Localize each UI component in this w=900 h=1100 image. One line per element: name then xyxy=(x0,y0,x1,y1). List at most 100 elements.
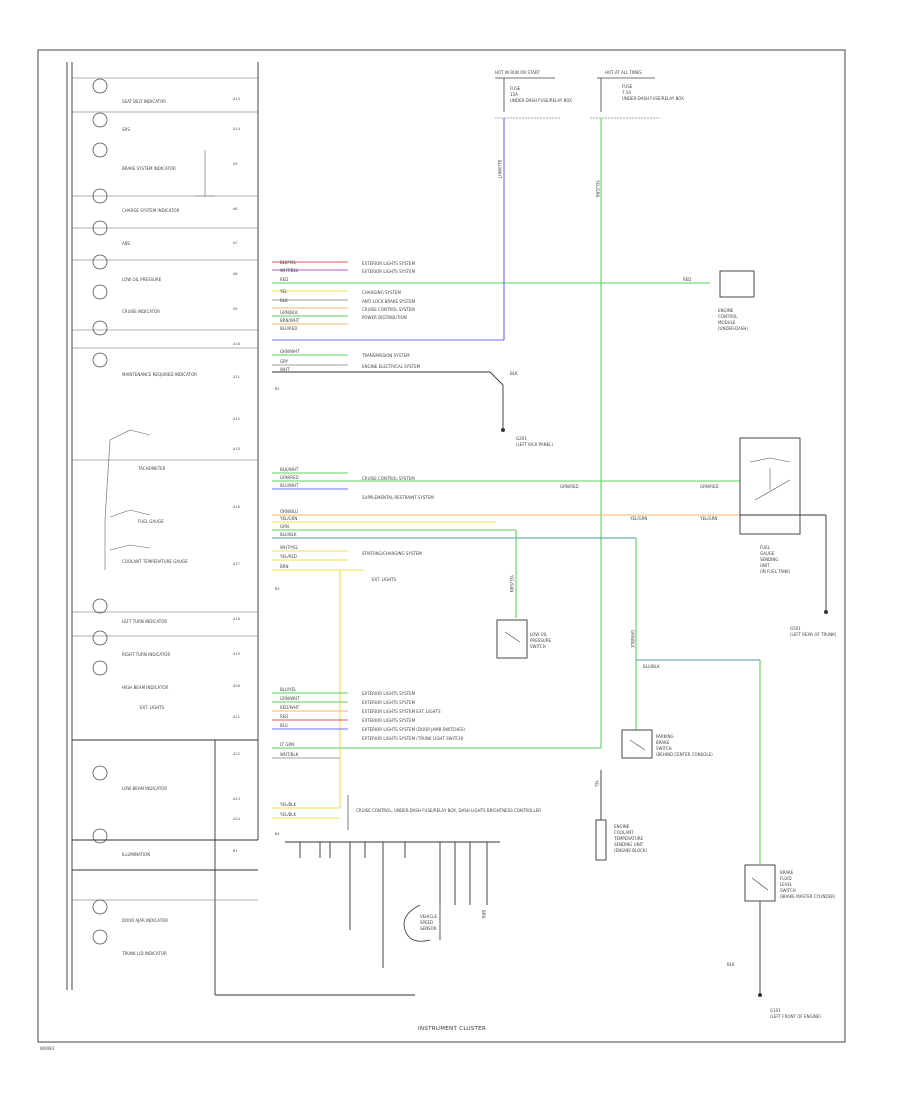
wire-color-label: BLU xyxy=(280,723,288,728)
wire-color-label: WHT xyxy=(280,367,290,372)
wire-color-label: WHT/BLU xyxy=(280,268,299,273)
pin-label: A23 xyxy=(233,796,240,801)
indicator-label: LEFT TURN INDICATOR xyxy=(122,619,167,624)
wire-group-1-labels: BLK/YEL WHT/BLU RED YEL BLK GRN/BLK BRN/… xyxy=(279,260,421,372)
wire-dest-label: EXTERIOR LIGHTS SYSTEM xyxy=(362,261,416,266)
wire-color-label: BRN/WHT xyxy=(280,318,300,323)
wire-color-label: BLU/WHT xyxy=(280,483,299,488)
wire-dest-label: EXTERIOR LIGHTS SYSTEM xyxy=(362,718,416,723)
component-label: FUEL xyxy=(760,545,771,550)
wire-tag: BLU/BLK xyxy=(643,664,660,669)
brake-fluid-level-switch: BRAKE FLUID LEVEL SWITCH (BRAKE MASTER C… xyxy=(727,864,836,1019)
wire-dest-label: EXTERIOR LIGHTS SYSTEM (DOOR JAMB SWITCH… xyxy=(362,727,465,732)
indicator-label: BRAKE SYSTEM INDICATOR xyxy=(122,166,176,171)
component-label: GAUGE xyxy=(760,551,775,556)
indicator-label: COOLANT TEMPERATURE GAUGE xyxy=(122,559,188,564)
wire-color-label: YEL xyxy=(279,289,288,294)
pin-label: A8 xyxy=(233,271,238,276)
component-label: ENGINE xyxy=(614,824,630,829)
wire-color-label: BLK/WHT xyxy=(280,467,299,472)
ground-g201: BLK G201 (LEFT KICK PANEL) xyxy=(489,371,553,447)
connector-pins: A13 A14 A5 A6 A7 A8 A9 A10 A11 A12 A15 A… xyxy=(233,96,280,853)
pin-label: A15 xyxy=(233,446,240,451)
pin-label: B1 xyxy=(233,848,238,853)
wire-group-1 xyxy=(272,261,710,373)
fuse-label: UNDER-DASH FUSE/RELAY BOX xyxy=(622,96,684,101)
component-label: (LEFT REAR OF TRUNK) xyxy=(790,632,837,637)
wire-color-label: WHT/YEL xyxy=(280,545,299,550)
wire-dest-label: CRUISE CONTROL SYSTEM xyxy=(362,476,415,481)
wire-dest-label: ENGINE ELECTRICAL SYSTEM xyxy=(362,364,421,369)
power-source-label: HOT IN RUN OR START xyxy=(495,70,540,75)
component-label: SPEED xyxy=(420,920,433,925)
pin-label: A21 xyxy=(233,714,241,719)
indicator-label: MAINTENANCE REQUIRED INDICATOR xyxy=(122,372,197,377)
component-label: SENDING UNIT xyxy=(614,842,644,847)
wire-dest-label: POWER DISTRIBUTION xyxy=(362,315,407,320)
indicator-label: ILLUMINATION xyxy=(122,852,150,857)
wire-dest-label: SUPPLEMENTAL RESTRAINT SYSTEM xyxy=(362,495,434,500)
gauge-symbols xyxy=(104,150,215,570)
pin-label: A16 xyxy=(233,504,241,509)
fuse-label: 7.5A xyxy=(622,90,631,95)
pin-label: A13 xyxy=(233,96,240,101)
wire-tag: GRN/RED xyxy=(560,484,579,489)
wire-color-label: LT GRN xyxy=(280,742,294,747)
pin-label: A19 xyxy=(233,651,241,656)
component-label: ENGINE xyxy=(718,308,734,313)
component-label: (LEFT FRONT OF ENGINE) xyxy=(770,1014,821,1019)
wire-color-label: RED/WHT xyxy=(280,705,300,710)
page-frame xyxy=(37,49,846,1043)
component-label: (LEFT KICK PANEL) xyxy=(516,442,553,447)
pin-label: B3 xyxy=(275,586,280,591)
indicator-label: ABS xyxy=(122,241,130,246)
power-source-label: HOT AT ALL TIMES xyxy=(605,70,642,75)
wire-tag: YEL/GRN xyxy=(629,516,647,521)
wire-dest-label: EXTERIOR LIGHTS SYSTEM xyxy=(362,269,416,274)
fuel-gauge-sending-unit: GRN/RED GRN/RED YEL/GRN YEL/GRN FUEL GAU… xyxy=(560,437,837,637)
indicator-label: CHARGE SYSTEM INDICATOR xyxy=(122,208,180,213)
fuse-label: 15A xyxy=(510,92,518,97)
component-label: LEVEL xyxy=(780,882,793,887)
wire-color-label: YEL/RED xyxy=(279,554,297,559)
pin-label: A24 xyxy=(233,816,241,821)
indicator-label: FUEL GAUGE xyxy=(138,519,164,524)
pin-label: A11 xyxy=(233,374,241,379)
wire-dest-label: EXTERIOR LIGHTS SYSTEM (TRUNK LIGHT SWIT… xyxy=(362,736,464,741)
indicator-label: LOW OIL PRESSURE xyxy=(122,277,162,282)
component-label: G101 xyxy=(770,1008,781,1013)
component-label: (BRAKE MASTER CYLINDER) xyxy=(780,894,836,899)
component-label: (UNDER-DASH) xyxy=(718,326,748,331)
component-label: UNIT xyxy=(760,563,770,568)
wire-dest-label: ANTI-LOCK BRAKE SYSTEM xyxy=(362,299,416,304)
wire-tag: BLK xyxy=(727,962,735,967)
wire-tag: YEL/GRN xyxy=(699,516,717,521)
component-label: SWITCH xyxy=(530,644,546,649)
indicator-label: DOOR AJAR INDICATOR xyxy=(122,918,168,923)
wire-group-3-labels: BLU/YEL GRN/WHT RED/WHT RED BLU LT GRN W… xyxy=(280,687,465,757)
wire-dest-label: EXTERIOR LIGHTS SYSTEM xyxy=(362,700,416,705)
indicator-label: SRS xyxy=(122,127,130,132)
indicator-label: HIGH BEAM INDICATOR xyxy=(122,685,169,690)
indicator-label: RIGHT TURN INDICATOR xyxy=(122,652,170,657)
indicator-label: TACHOMETER xyxy=(137,466,166,471)
wire-color-label: BLU/YEL xyxy=(280,687,297,692)
pin-label: A5 xyxy=(233,161,238,166)
wire-tag: YEL/GRN xyxy=(595,179,600,197)
wire-color-label: YEL/BLK xyxy=(279,812,297,817)
component-label: SENSOR xyxy=(420,926,437,931)
wire-color-label: BRN xyxy=(280,564,289,569)
pin-label: B2 xyxy=(275,386,280,391)
wire-color-label: RED xyxy=(280,714,288,719)
low-oil-pressure-switch: YEL/GRN LOW OIL PRESSURE SWITCH xyxy=(496,530,552,659)
wire-color-label: YEL/BLK xyxy=(279,802,297,807)
wire-dest-label: EXTERIOR LIGHTS SYSTEM EXT. LIGHTS xyxy=(362,709,441,714)
indicator-label: TRUNK LID INDICATOR xyxy=(121,951,167,956)
fuse-label: UNDER-DASH FUSE/RELAY BOX xyxy=(510,98,572,103)
wire-color-label: WHT/BLK xyxy=(280,752,299,757)
component-label: BRAKE xyxy=(656,740,670,745)
pin-label: A20 xyxy=(233,683,241,688)
wire-dest-label: STARTING/CHARGING SYSTEM xyxy=(362,551,422,556)
component-label: VEHICLE xyxy=(420,914,437,919)
